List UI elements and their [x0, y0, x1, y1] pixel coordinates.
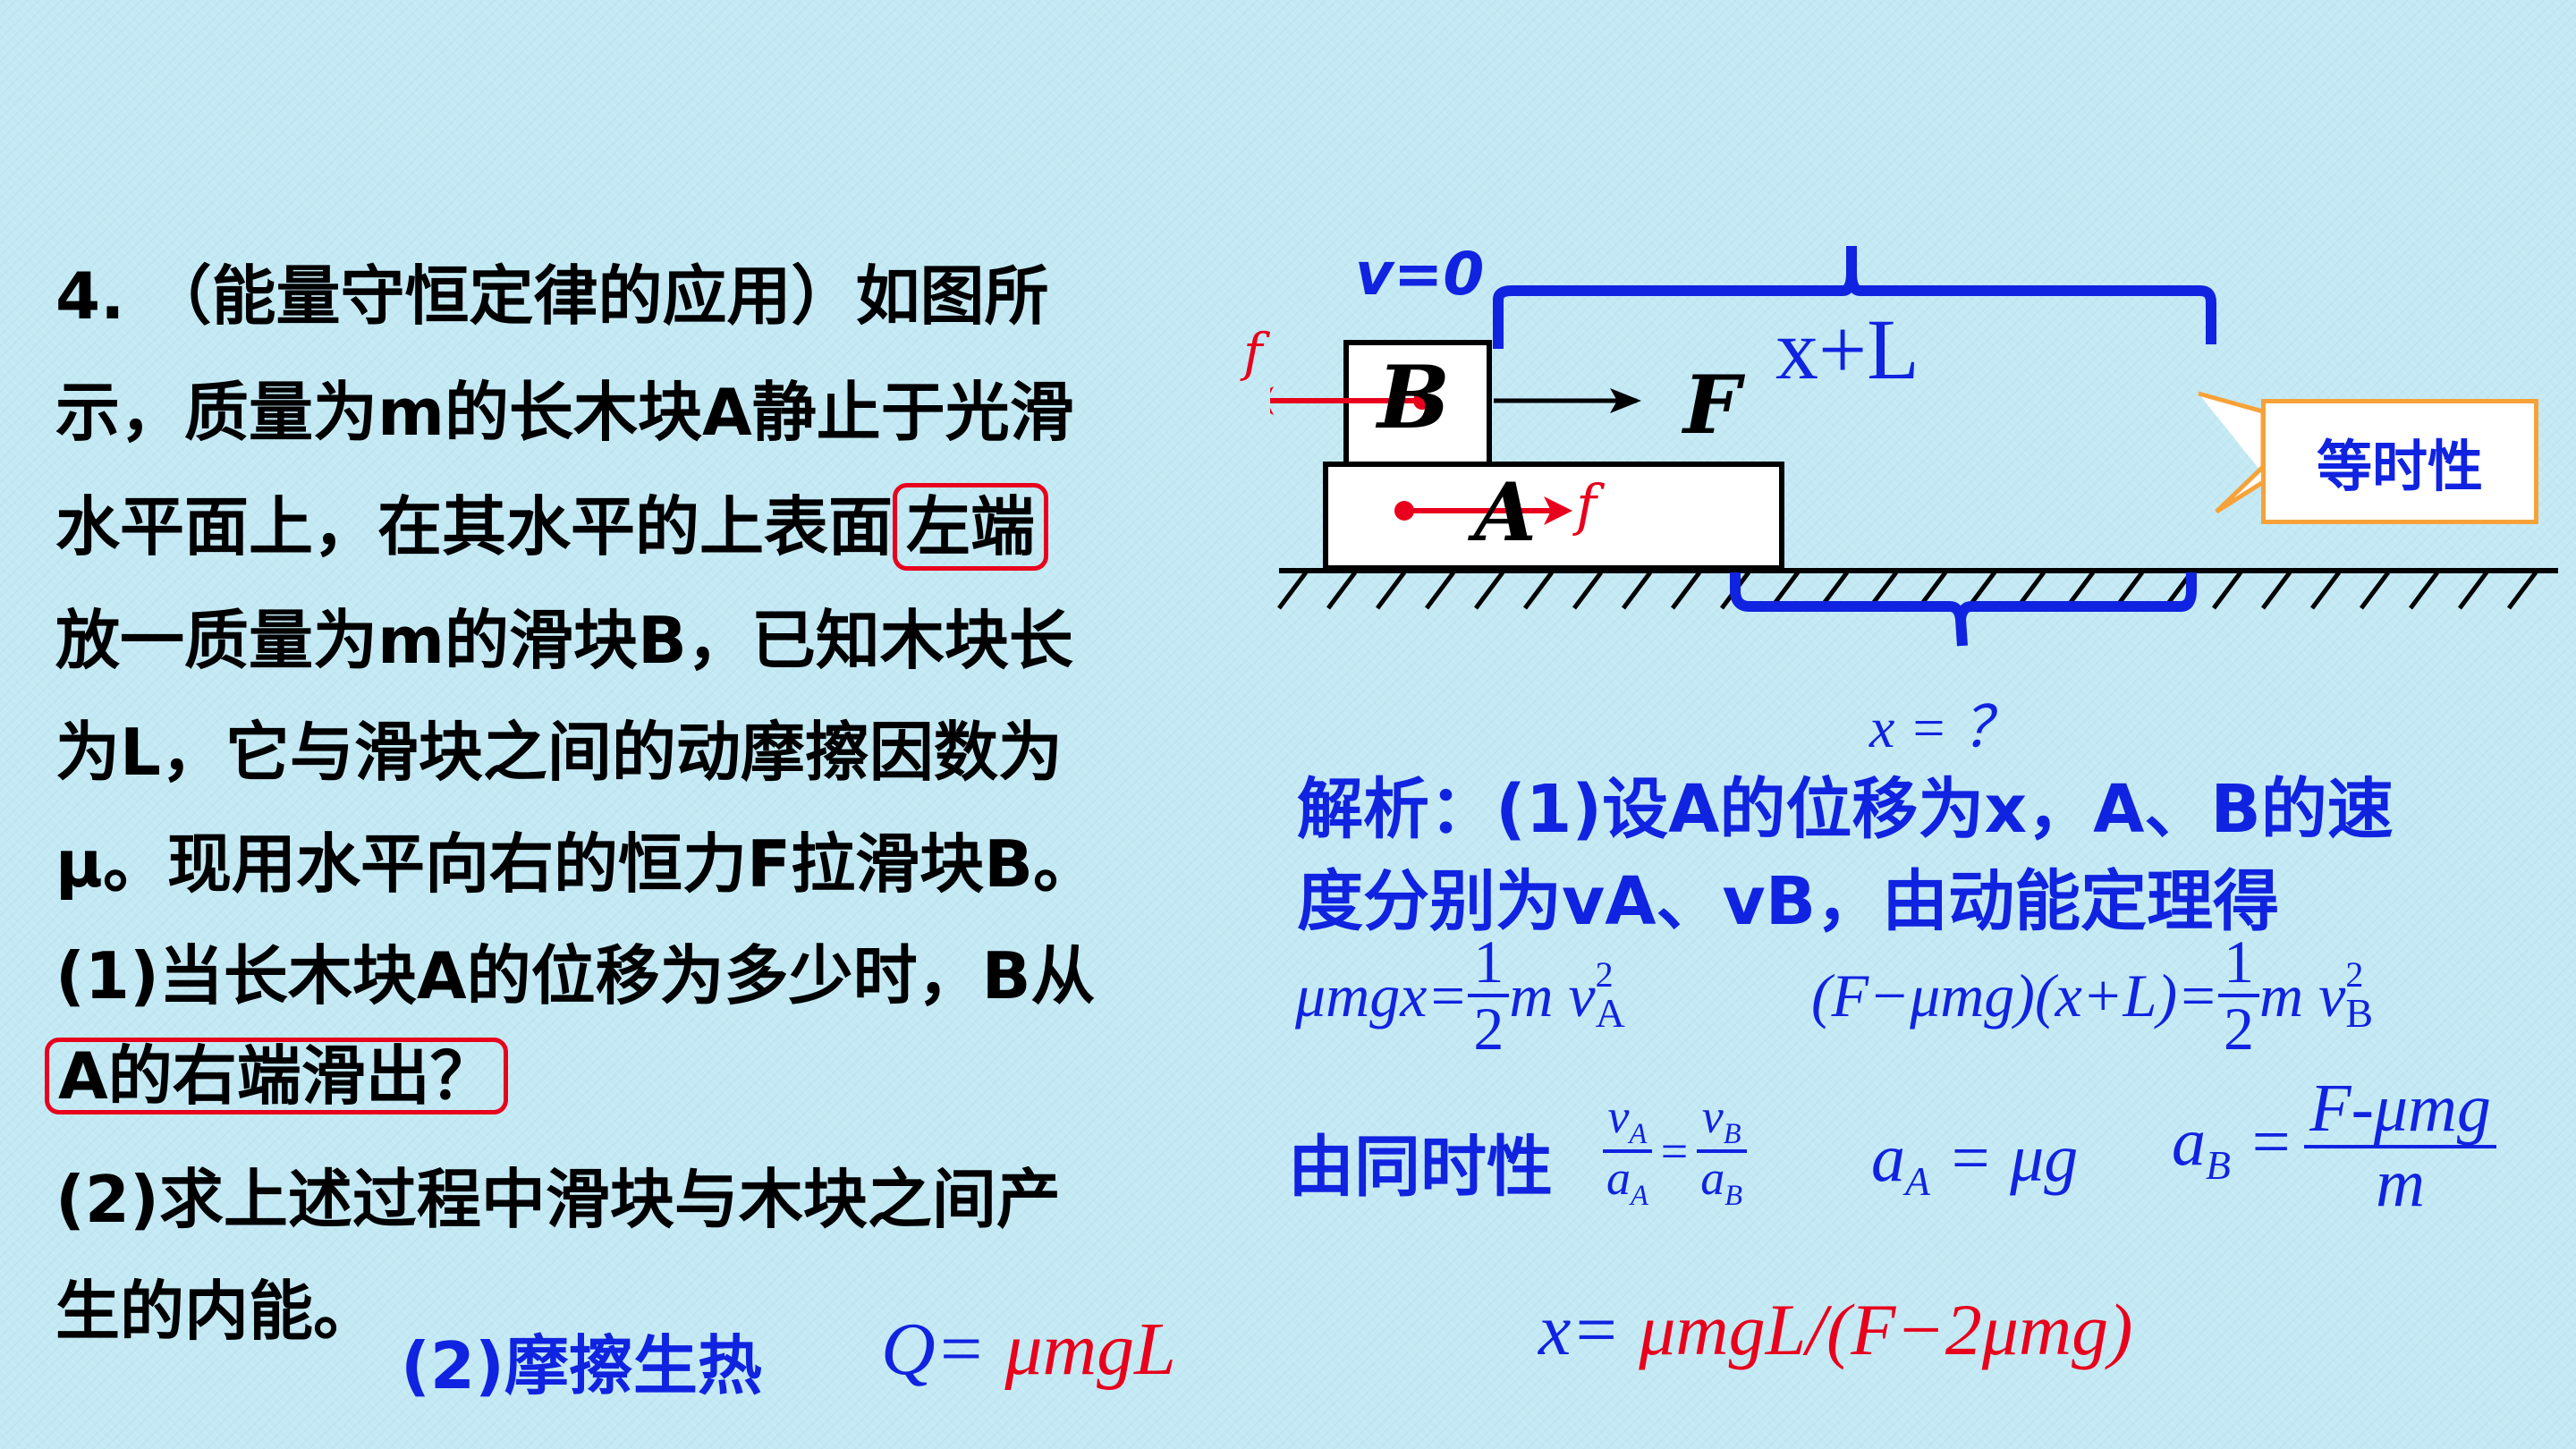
callout-pointer — [2198, 391, 2269, 514]
eq1-right: m v — [1509, 961, 1596, 1030]
displacement-result: x= μmgL/(F−2μmg) — [1538, 1288, 2132, 1372]
solution-line-1: 解析：(1)设A的位移为x，A、B的速 — [1297, 771, 2394, 848]
same-time-label: 由同时性 — [1288, 1129, 1553, 1206]
part2-label: (2)摩擦生热 — [401, 1328, 762, 1403]
heat-equation: Q= μmgL — [881, 1306, 1176, 1393]
eq2-left: (F−μmg)(x+L)= — [1811, 961, 2219, 1030]
question-line-5: 为L，它与滑块之间的动摩擦因数为 — [55, 715, 1063, 790]
span-bottom-label: x = ？ — [1869, 696, 2020, 759]
force-label: F — [1683, 358, 1741, 453]
callout-same-time: 等时性 — [2261, 399, 2538, 524]
x-result-prefix: x= — [1538, 1289, 1621, 1370]
question-line-2: 示，质量为m的长木块A静止于光滑 — [55, 375, 1074, 450]
eq2-right: m v — [2259, 961, 2346, 1030]
question-line-1: 4. （能量守恒定律的应用）如图所 — [55, 258, 1049, 334]
span-top-label: x+L — [1775, 301, 1919, 397]
friction-label-top: f — [1243, 322, 1263, 383]
physics-diagram — [1270, 246, 2558, 647]
accel-a-equation: aA = μg — [1871, 1121, 2079, 1205]
block-b-label: B — [1377, 347, 1451, 448]
x-result-value: μmgL/(F−2μmg) — [1639, 1289, 2133, 1370]
heat-prefix: Q= — [881, 1308, 987, 1391]
highlight-left-end: 左端 — [893, 483, 1049, 571]
bottom-brace — [1730, 572, 2197, 647]
friction-label-bottom: f — [1576, 472, 1597, 538]
solution-line-2: 度分别为vA、vB，由动能定理得 — [1297, 863, 2280, 940]
block-a-label: A — [1474, 465, 1537, 560]
heat-value: μmgL — [1004, 1308, 1176, 1391]
question-line-3-text: 水平面上，在其水平的上表面 — [55, 489, 894, 564]
question-line-4: 放一质量为m的滑块B，已知木块长 — [55, 603, 1073, 678]
question-line-6: μ。现用水平向右的恒力F拉滑块B。 — [55, 826, 1098, 902]
velocity-zero-label: v=0 — [1355, 240, 1485, 309]
question-line-3: 水平面上，在其水平的上表面左端 — [55, 483, 1049, 571]
top-brace — [1493, 246, 2216, 349]
highlight-right-end: A的右端滑出？ — [45, 1038, 508, 1114]
question-line-9: 生的内能。 — [55, 1274, 378, 1349]
question-line-7: (1)当长木块A的位移为多少时，B从 — [55, 938, 1096, 1013]
question-line-8: (2)求上述过程中滑块与木块之间产 — [55, 1162, 1061, 1237]
eq1-left: μmgx= — [1295, 961, 1469, 1030]
